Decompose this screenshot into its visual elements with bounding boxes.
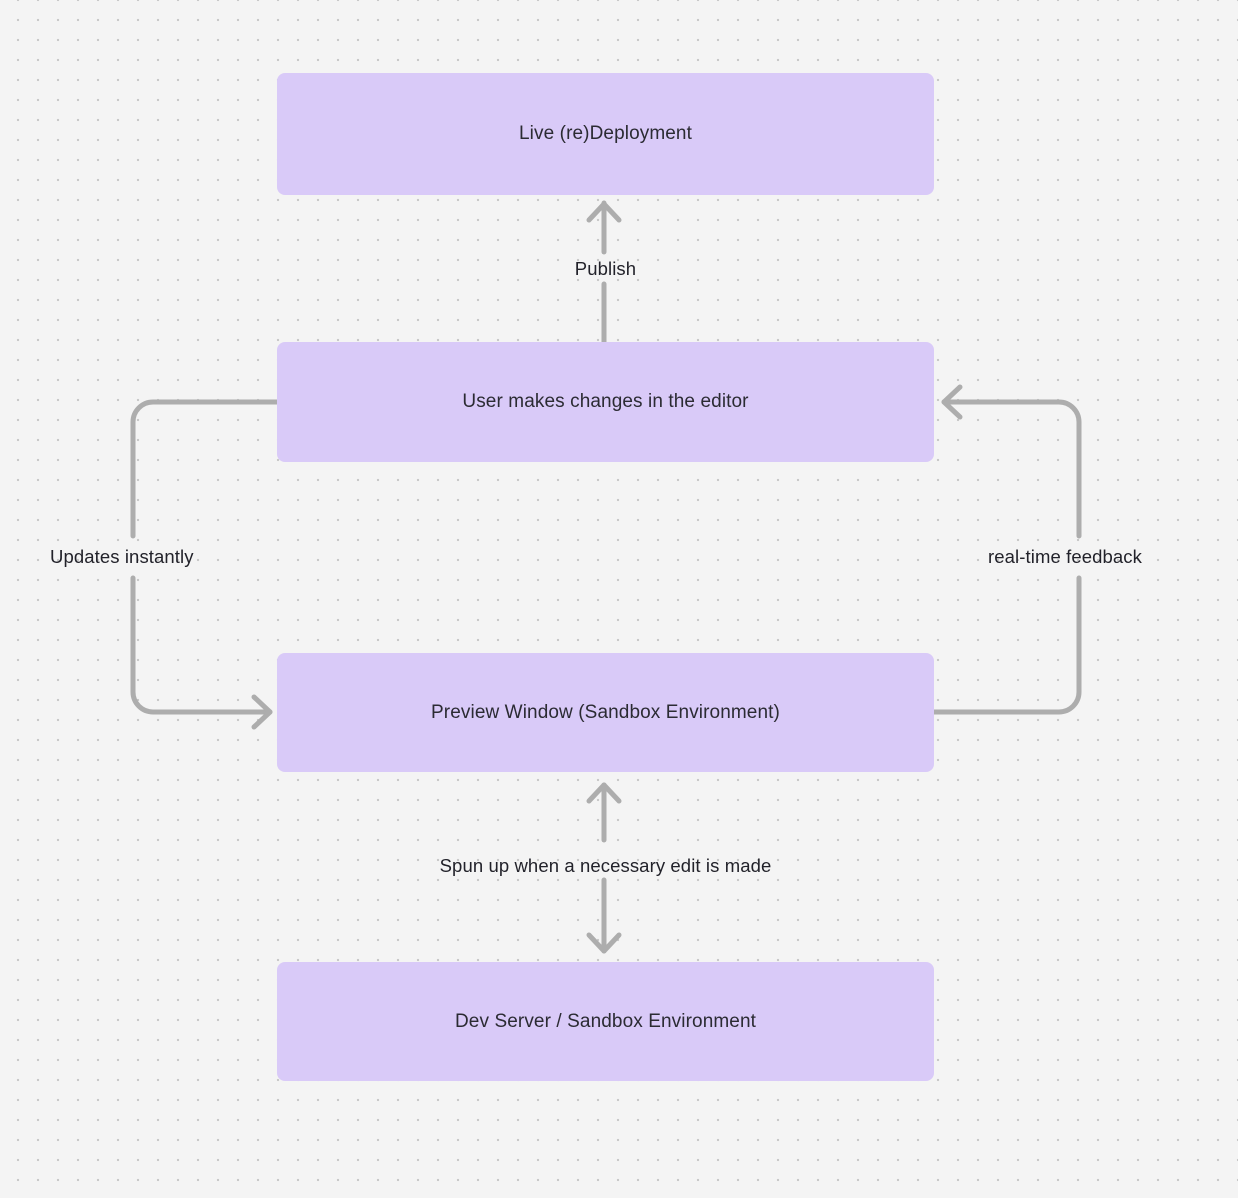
edge-spun-up-up-arrowhead (586, 782, 622, 804)
edge-spun-up-down-arrowhead (586, 932, 622, 954)
edge-publish-arrowhead (586, 201, 622, 223)
edge-updates-arrowhead (251, 694, 273, 730)
node-dev-server[interactable]: Dev Server / Sandbox Environment (277, 962, 934, 1081)
edge-realtime-arrowhead (941, 384, 963, 420)
node-user-makes-changes[interactable]: User makes changes in the editor (277, 342, 934, 462)
edge-label-publish[interactable]: Publish (574, 258, 637, 279)
edge-label-realtime-feedback[interactable]: real-time feedback (988, 546, 1142, 567)
node-live-redeployment[interactable]: Live (re)Deployment (277, 73, 934, 195)
edge-updates-upper-segment (130, 399, 280, 539)
edge-label-updates-instantly[interactable]: Updates instantly (50, 546, 194, 567)
edge-realtime-upper-segment (941, 399, 1082, 539)
edge-updates-lower-segment (130, 575, 273, 715)
edge-realtime-lower-segment (931, 575, 1082, 715)
edge-label-spun-up[interactable]: Spun up when a necessary edit is made (439, 855, 772, 876)
node-preview-window[interactable]: Preview Window (Sandbox Environment) (277, 653, 934, 772)
